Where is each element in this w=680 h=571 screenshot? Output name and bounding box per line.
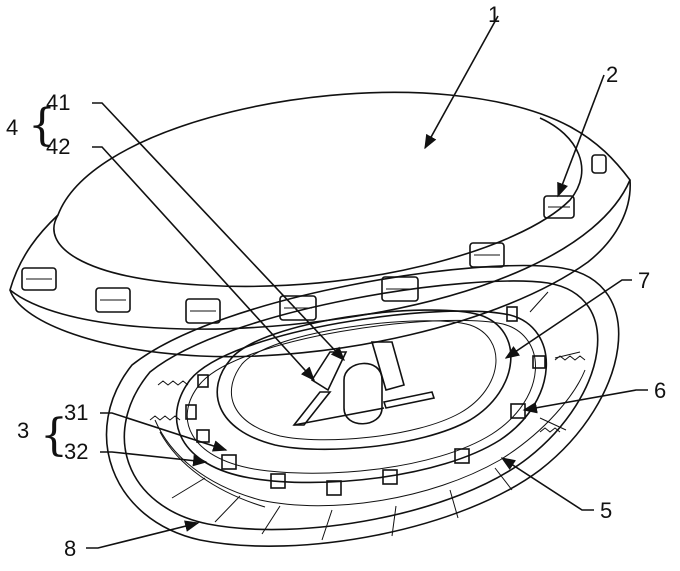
center-platform-7 [217,310,511,449]
label-7: 7 [638,268,650,293]
label-42: 42 [46,134,70,159]
label-8: 8 [64,536,76,561]
mounting-bracket-41-42 [294,342,434,425]
label-5: 5 [600,498,612,523]
label-31: 31 [64,400,88,425]
scale-windows-2 [22,155,606,323]
label-3: 3 [17,418,29,443]
slider-blocks-6 [186,307,545,495]
label-1: 1 [488,2,500,27]
label-4: 4 [6,115,18,140]
label-2: 2 [606,62,618,87]
label-6: 6 [654,378,666,403]
dome-cover-1 [10,92,630,356]
label-41: 41 [46,90,70,115]
outer-ring-8 [107,266,619,547]
label-32: 32 [64,439,88,464]
zigzag-springs [150,356,585,432]
